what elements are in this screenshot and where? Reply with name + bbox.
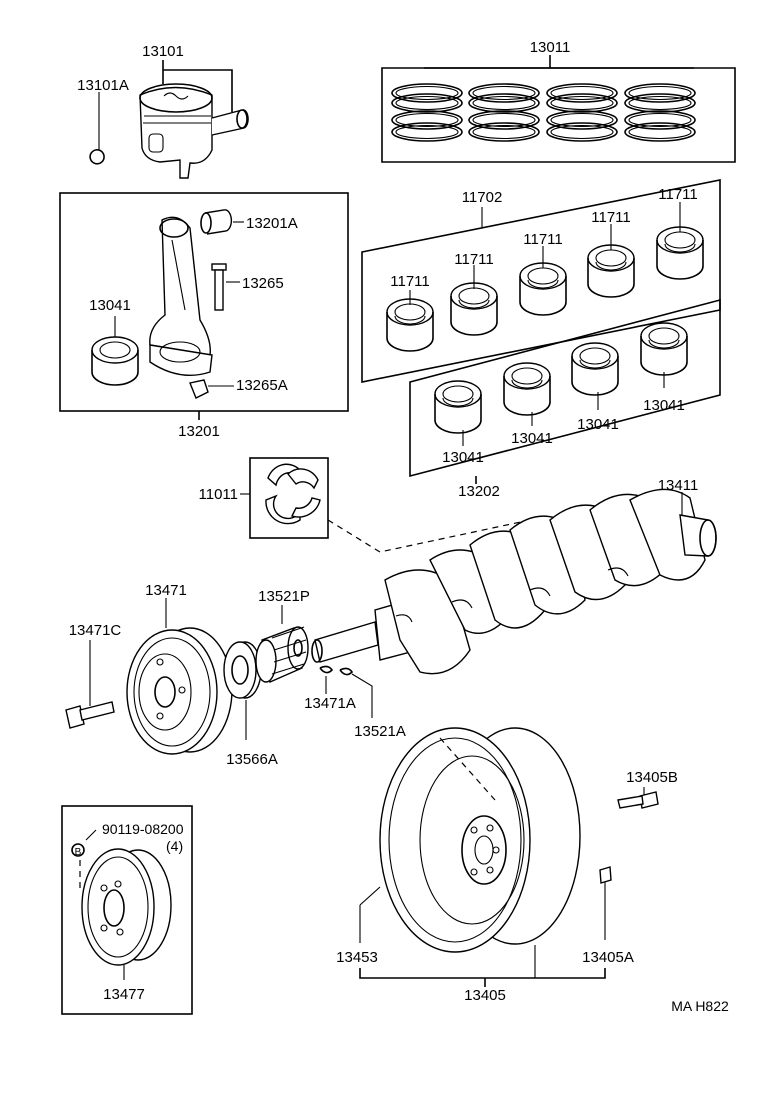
label-11711-b: 11711 xyxy=(454,251,494,268)
rod-bolt-icon xyxy=(211,263,227,271)
label-13477: 13477 xyxy=(103,986,145,1003)
label-11011: 11011 xyxy=(199,486,239,503)
label-13041-rod: 13041 xyxy=(89,297,131,314)
label-13471: 13471 xyxy=(145,582,187,599)
crankshaft-icon xyxy=(311,488,717,675)
label-13265: 13265 xyxy=(242,275,284,292)
rod-bearing-icon xyxy=(91,336,139,386)
label-13566A: 13566A xyxy=(226,751,278,768)
pulley-bolt-group: 13471C xyxy=(65,622,122,729)
rod-bushing-icon xyxy=(204,209,233,235)
label-13101: 13101 xyxy=(142,43,184,60)
bearing-shell-lower-2-icon xyxy=(503,362,551,416)
label-13041-a: 13041 xyxy=(442,449,484,466)
label-13405A: 13405A xyxy=(582,949,634,966)
flywheel-icon xyxy=(379,727,581,953)
label-13521P: 13521P xyxy=(258,588,310,605)
b-marker-icon xyxy=(71,843,85,857)
label-13101A: 13101A xyxy=(77,77,129,94)
drive-spacer-icon xyxy=(223,641,262,699)
oil-pump-drive-spacer-group: 13566A xyxy=(223,641,278,768)
ring-set-4-icon xyxy=(624,83,696,142)
pulley-13477-icon xyxy=(81,848,172,966)
thrust-washer-group: 11011 xyxy=(199,457,531,553)
label-13011: 13011 xyxy=(530,39,571,56)
pulley-bolt-icon xyxy=(65,701,115,729)
crankshaft-pulley-icon xyxy=(126,627,233,755)
connecting-rod-group: 13201 13201A 13265 13265A 13041 xyxy=(59,192,349,440)
label-13411: 13411 xyxy=(658,477,699,494)
label-13453: 13453 xyxy=(336,949,378,966)
flywheel-group: 13453 13405A 13405 xyxy=(336,727,634,1004)
label-13405: 13405 xyxy=(464,987,506,1004)
label-13041-c: 13041 xyxy=(577,416,619,433)
bearing-shell-upper-5-icon xyxy=(656,226,704,280)
bearing-shell-lower-4-icon xyxy=(640,322,688,376)
timing-gear-icon xyxy=(255,626,309,683)
rod-nut-icon xyxy=(189,379,209,399)
label-13201: 13201 xyxy=(178,423,220,440)
label-11711-c: 11711 xyxy=(523,231,563,248)
pulley-key-icon xyxy=(319,665,334,674)
piston-icon xyxy=(139,86,213,179)
label-90119-08200: 90119-08200 xyxy=(102,821,184,837)
flywheel-bolt-group: 13405B xyxy=(617,769,678,809)
bearing-shell-upper-1-icon xyxy=(386,298,434,352)
label-13405B: 13405B xyxy=(626,769,678,786)
thrust-washer-icon xyxy=(265,463,321,525)
bearing-shell-lower-3-icon xyxy=(571,342,619,396)
drawing-code: MA H822 xyxy=(671,998,729,1014)
label-13202: 13202 xyxy=(458,483,500,500)
gear-key-icon xyxy=(339,667,354,676)
ring-set-2-icon xyxy=(468,83,540,142)
label-13265A: 13265A xyxy=(236,377,288,394)
b-marker-label: B xyxy=(75,847,82,858)
rod-cap-icon xyxy=(149,344,213,377)
piston-pin-icon xyxy=(211,109,249,136)
label-11711-e: 11711 xyxy=(658,186,698,203)
bearing-shell-lower-1-icon xyxy=(434,380,482,434)
label-11711-d: 11711 xyxy=(591,209,631,226)
label-13201A: 13201A xyxy=(246,215,298,232)
label-90119-qty: (4) xyxy=(166,838,183,854)
ring-set-1-icon xyxy=(391,83,463,142)
crankshaft-pulley-group: 13471 xyxy=(126,582,233,755)
flywheel-bolt-icon xyxy=(617,791,659,809)
label-13471C: 13471C xyxy=(69,622,122,639)
label-13521A: 13521A xyxy=(354,723,406,740)
label-13041-d: 13041 xyxy=(643,397,685,414)
crank-key-group: 13471A 13521A xyxy=(304,665,406,740)
main-bearing-upper-group: 11702 11711 11711 11711 11711 11711 xyxy=(361,179,721,383)
label-13041-b: 13041 xyxy=(511,430,553,447)
piston-ring-set: 13011 xyxy=(381,39,736,163)
snap-ring-icon xyxy=(89,148,105,165)
piston-group: 13101 13101A xyxy=(77,43,249,179)
flywheel-dowel-icon xyxy=(599,866,612,884)
timing-gear-group: 13521P xyxy=(255,588,310,683)
label-11702: 11702 xyxy=(462,189,503,206)
label-13471A: 13471A xyxy=(304,695,356,712)
bearing-shell-upper-2-icon xyxy=(450,282,498,336)
ring-set-3-icon xyxy=(546,83,618,142)
bearing-shell-upper-3-icon xyxy=(519,262,567,316)
pulley-13477-group: B 90119-08200 (4) 13477 xyxy=(61,805,193,1015)
main-bearing-lower-group: 13202 13041 13041 13041 13041 xyxy=(409,298,721,500)
bearing-shell-upper-4-icon xyxy=(587,244,635,298)
label-11711-a: 11711 xyxy=(390,273,430,290)
